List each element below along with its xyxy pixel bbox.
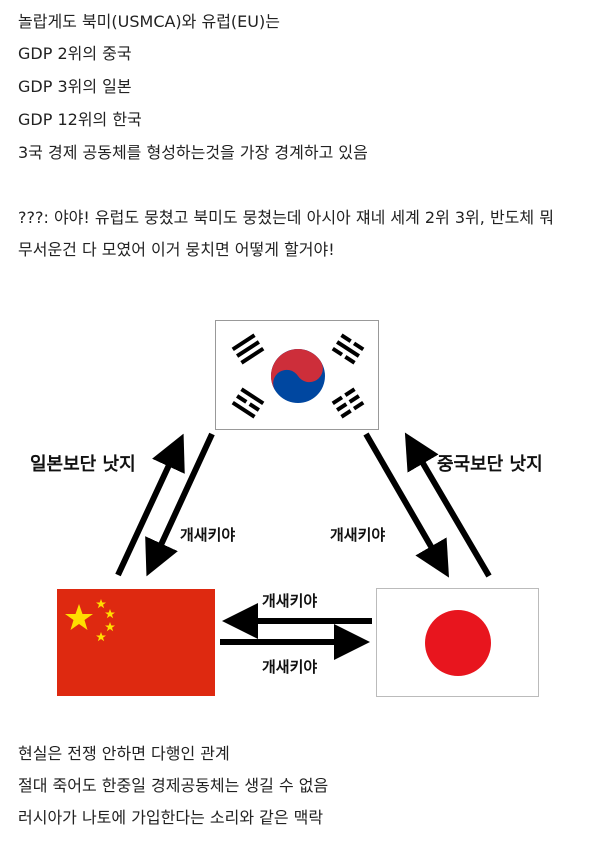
arrow-china-to-korea	[115, 433, 185, 577]
quote-line-1: ???: 야야! 유럽도 뭉쳤고 북미도 뭉쳤는데 아시아 쟤네 세계 2위 3…	[18, 208, 554, 227]
label-right-inner: 개새키야	[330, 526, 386, 544]
label-bottom-top: 개새키야	[262, 592, 318, 610]
label-korea-vs-japan: 일본보단 낫지	[30, 454, 136, 475]
label-bottom-bottom: 개새키야	[262, 658, 318, 676]
arrow-japan-to-korea	[404, 432, 492, 578]
flag-triangle-diagram: 일본보단 낫지 중국보단 낫지 개새키야 개새키야 개새키야 개새키야	[0, 300, 600, 720]
outro-line-2: 절대 죽어도 한중일 경제공동체는 생길 수 없음	[18, 776, 329, 795]
china-flag-stars	[65, 599, 115, 642]
china-flag	[57, 589, 215, 696]
outro-line-1: 현실은 전쟁 안하면 다행인 관계	[18, 744, 230, 763]
japan-flag-sun	[425, 610, 491, 676]
arrow-korea-to-japan	[363, 432, 450, 578]
relation-arrows	[115, 432, 492, 660]
intro-line-4: GDP 12위의 한국	[18, 110, 142, 129]
label-korea-vs-china: 중국보단 낫지	[437, 454, 543, 475]
label-left-inner: 개새키야	[180, 526, 236, 544]
intro-line-1: 놀랍게도 북미(USMCA)와 유럽(EU)는	[18, 12, 280, 31]
intro-line-5: 3국 경제 공동체를 형성하는것을 가장 경계하고 있음	[18, 143, 368, 162]
japan-flag	[376, 588, 539, 697]
intro-line-2: GDP 2위의 중국	[18, 44, 132, 63]
intro-line-3: GDP 3위의 일본	[18, 77, 132, 96]
korea-flag	[215, 320, 379, 430]
korea-flag-graphic	[231, 333, 365, 419]
quote-line-2: 무서운건 다 모였어 이거 뭉치면 어떻게 할거야!	[18, 240, 335, 259]
arrow-korea-to-china	[145, 432, 215, 577]
outro-line-3: 러시아가 나토에 가입한다는 소리와 같은 맥락	[18, 808, 324, 827]
